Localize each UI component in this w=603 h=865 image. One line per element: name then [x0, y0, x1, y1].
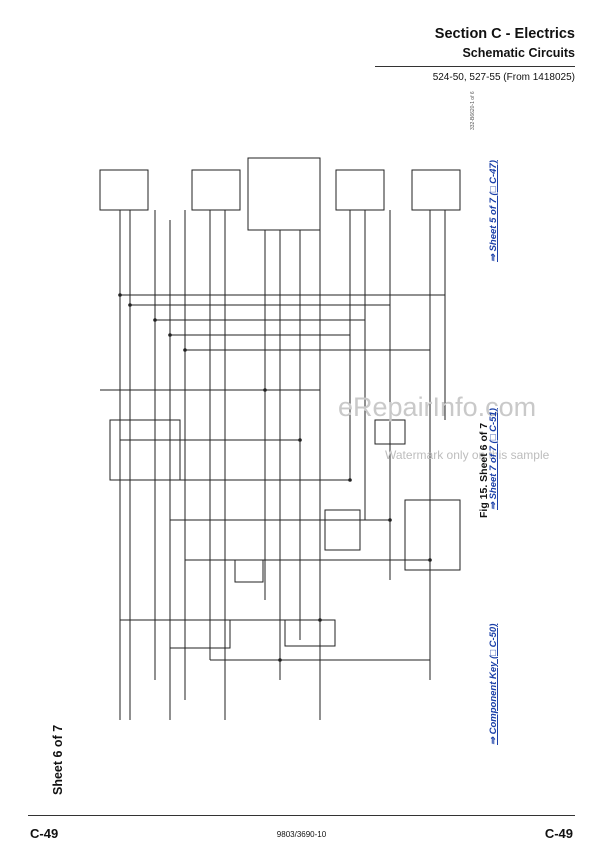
schematic-diagram [99, 157, 461, 720]
headlight-switch [169, 619, 231, 649]
lh-front-headlight-block [99, 169, 149, 211]
watermark-brand: eRepairInfo.com [338, 392, 537, 422]
page-number-right: C-49 [544, 826, 573, 841]
link-sheet-7[interactable]: ⇒ Sheet 7 of 7 (□ C-51) [488, 408, 499, 510]
rear-fog-light-relay [374, 419, 406, 445]
link-component-key[interactable]: ⇒ Component Key (□ C-50) [488, 623, 499, 745]
model-range: 524-50, 527-55 (From 1418025) [432, 72, 575, 83]
watermark-note: Watermark only on this sample [385, 448, 550, 462]
rh-rear-headlight-block [335, 169, 385, 211]
section-subtitle: Schematic Circuits [462, 46, 575, 60]
document-number: 9803/3690-10 [276, 830, 327, 839]
section-title: Section C - Electrics [434, 26, 575, 42]
column-selector-switch [324, 509, 361, 551]
switch-smooth-ride [284, 619, 336, 647]
forward-reverse-relay-block [109, 419, 181, 481]
page-number-left: C-49 [30, 826, 59, 841]
link-sheet-5[interactable]: ⇒ Sheet 5 of 7 (□ C-47) [488, 160, 499, 262]
footer-rule [28, 815, 575, 816]
lh-rear-headlight-block [191, 169, 241, 211]
sheet-label: Sheet 6 of 7 [51, 724, 65, 795]
switch-socket-block [247, 157, 321, 231]
column-changeover-switch [404, 499, 461, 571]
header-rule [375, 66, 575, 67]
rh-front-headlight-block [411, 169, 461, 211]
reference-code: 332-B6620-1 of 6 [470, 91, 476, 130]
brake-light-relay [234, 559, 264, 583]
